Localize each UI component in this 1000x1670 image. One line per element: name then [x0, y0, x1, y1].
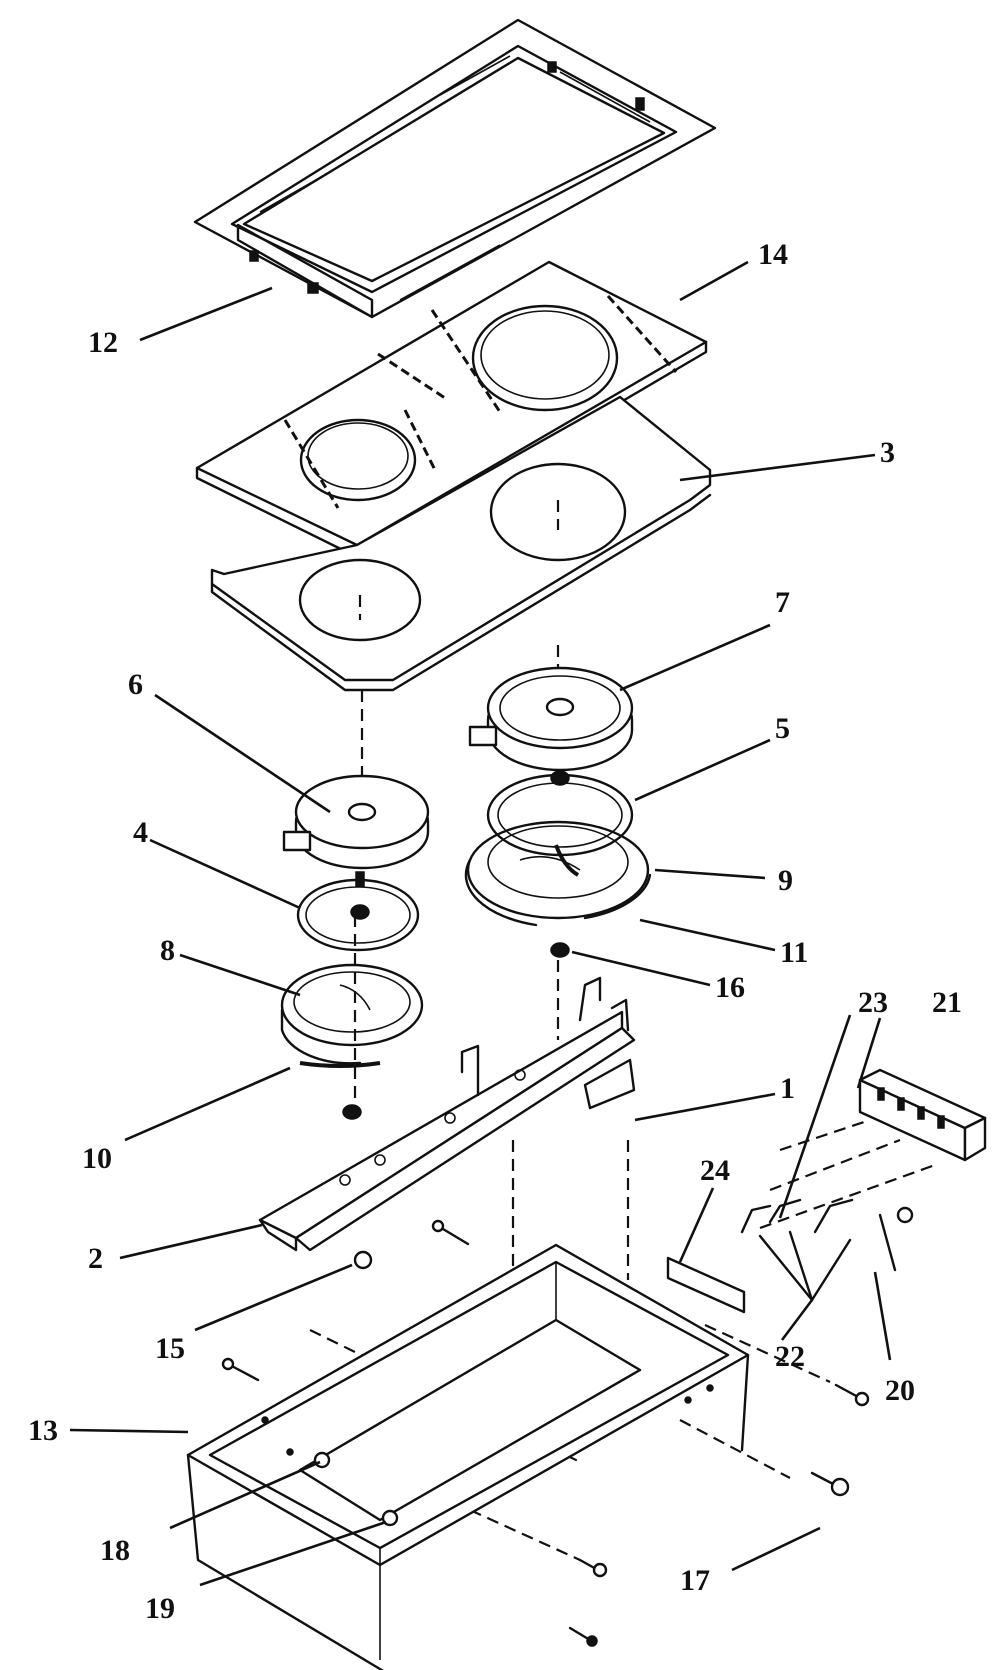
callout-17: 17 — [680, 1564, 710, 1597]
callout-11: 11 — [780, 936, 808, 969]
callout-1: 1 — [780, 1072, 795, 1105]
terminal-plate — [666, 1256, 746, 1314]
callout-21: 21 — [932, 986, 962, 1019]
callout-labels: 12 14 3 7 6 5 4 9 8 11 16 23 21 10 1 24 … — [28, 238, 962, 1625]
callout-6: 6 — [128, 668, 143, 701]
leader-lines — [69, 260, 892, 1587]
callout-9: 9 — [778, 864, 793, 897]
element-bracket — [258, 976, 636, 1252]
callout-18: 18 — [100, 1534, 130, 1567]
small-heating-element — [282, 774, 430, 870]
small-element-ring — [296, 871, 420, 952]
callout-2: 2 — [88, 1242, 103, 1275]
callout-10: 10 — [82, 1142, 112, 1175]
burner-plate — [210, 395, 712, 692]
callout-16: 16 — [715, 971, 745, 1004]
callout-22: 22 — [775, 1340, 805, 1373]
callout-7: 7 — [775, 586, 790, 619]
callout-15: 15 — [155, 1332, 185, 1365]
callout-8: 8 — [160, 934, 175, 967]
callout-20: 20 — [885, 1374, 915, 1407]
glass-cooktop — [195, 260, 708, 559]
callout-12: 12 — [88, 326, 118, 359]
callout-14: 14 — [758, 238, 788, 271]
callout-23: 23 — [858, 986, 888, 1019]
callout-24: 24 — [700, 1154, 730, 1187]
small-reflector-pan — [280, 963, 424, 1120]
screws-and-nuts — [221, 1206, 914, 1647]
callout-13: 13 — [28, 1414, 58, 1447]
trim-frame — [193, 18, 717, 319]
callout-5: 5 — [775, 712, 790, 745]
large-element-ring — [486, 770, 634, 857]
callout-3: 3 — [880, 436, 895, 469]
large-reflector-pan — [464, 820, 652, 958]
base-box — [186, 1243, 750, 1670]
large-heating-element — [468, 666, 634, 772]
callout-19: 19 — [145, 1592, 175, 1625]
callout-4: 4 — [133, 816, 148, 849]
terminal-block — [858, 1068, 987, 1162]
